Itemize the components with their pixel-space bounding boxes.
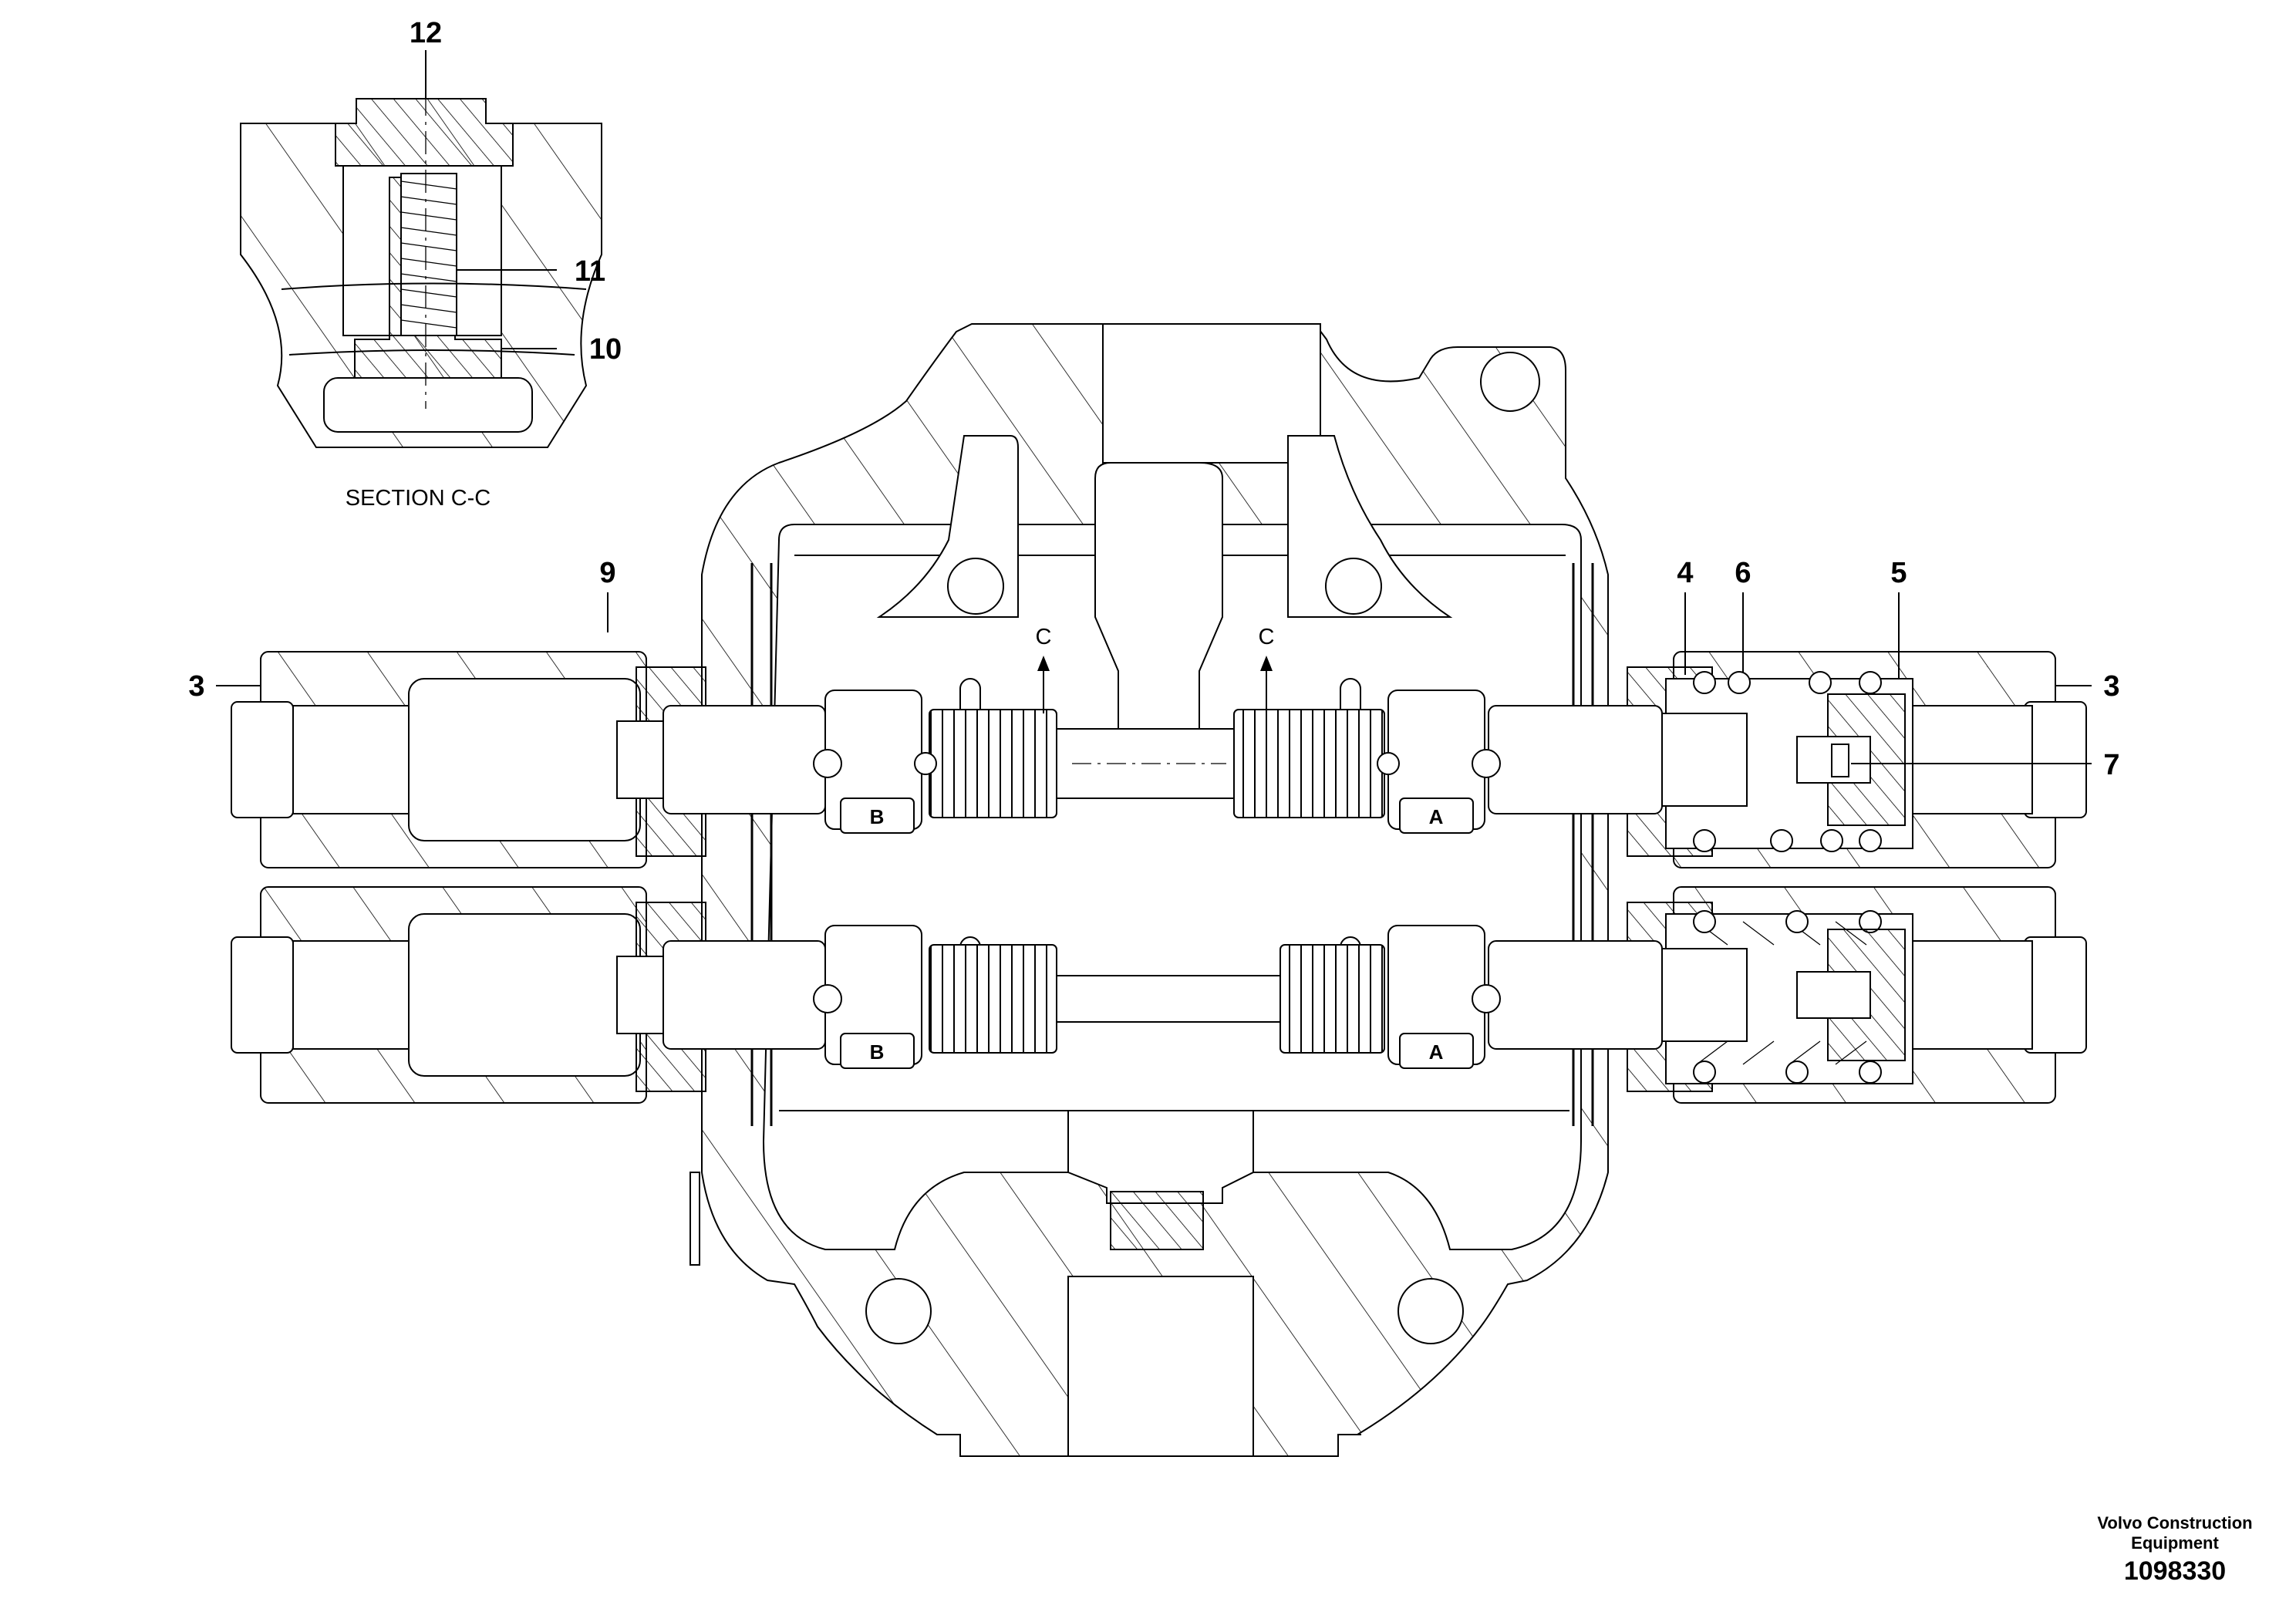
callout-5: 5	[1890, 557, 1907, 589]
mount-hole-bottom-left	[865, 1278, 932, 1344]
section-mark-c-right: C	[1259, 625, 1275, 649]
callouts: 9 3 3 4 6 5 7	[188, 557, 2119, 781]
document-number: 1098330	[2124, 1556, 2226, 1586]
port-b-upper: B	[870, 805, 885, 828]
section-cut-marks: C C	[1036, 625, 1275, 713]
port-a-upper: A	[1429, 805, 1444, 828]
port-a-lower: A	[1429, 1040, 1444, 1064]
callout-6: 6	[1735, 557, 1751, 589]
cap-plug	[335, 98, 514, 167]
callout-4: 4	[1677, 557, 1693, 589]
valve-body	[689, 323, 1609, 1457]
port-b-lower: B	[870, 1040, 885, 1064]
return-spring-upper	[1693, 671, 1882, 852]
section-c-c-inset: 12 11 10 SECTION C-C	[240, 17, 622, 511]
callout-7: 7	[2103, 749, 2119, 781]
callout-3-right: 3	[2103, 670, 2119, 703]
callout-10: 10	[589, 333, 622, 366]
spring	[400, 173, 457, 336]
company-name-line2: Equipment	[2131, 1533, 2219, 1553]
title-block: Volvo Construction Equipment 1098330	[2097, 1513, 2252, 1586]
section-c-c-label: SECTION C-C	[346, 486, 491, 511]
mount-hole-bottom-right	[1397, 1278, 1464, 1344]
lower-spool-assembly: B A	[231, 886, 2087, 1104]
company-name-line1: Volvo Construction	[2097, 1513, 2252, 1533]
callout-11: 11	[575, 255, 605, 288]
section-mark-c-left: C	[1036, 625, 1052, 649]
callout-12: 12	[410, 17, 442, 49]
mount-hole-top-right	[1480, 352, 1540, 412]
callout-3-left: 3	[188, 670, 204, 703]
callout-9: 9	[599, 557, 615, 589]
upper-spool-assembly: B A	[231, 651, 2087, 868]
